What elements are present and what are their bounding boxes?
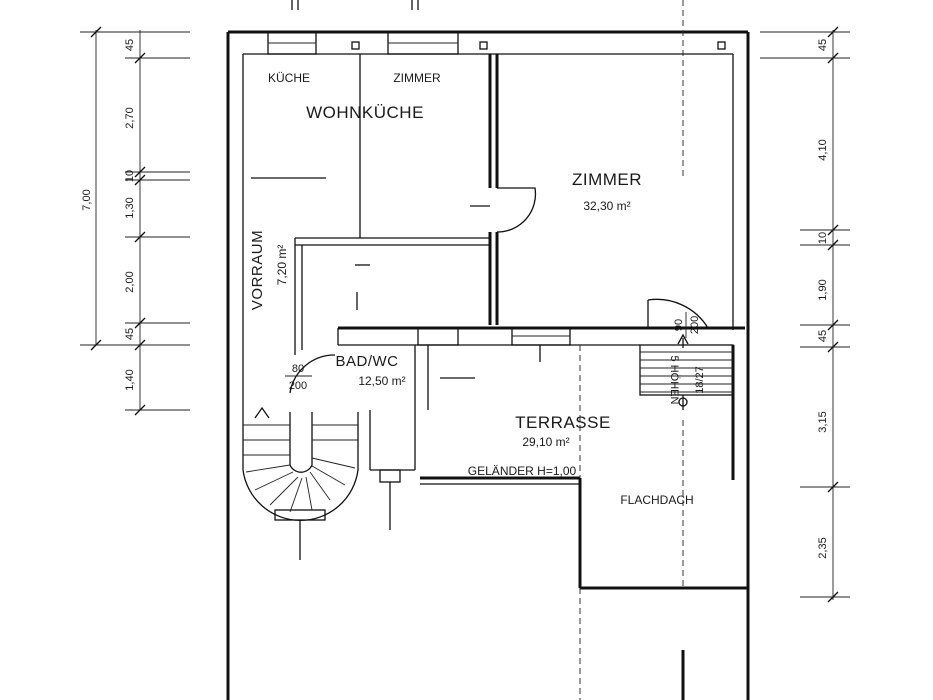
label-zimmer-large-area: 32,30 m² [583,199,630,213]
label-kueche: KÜCHE [268,71,310,85]
dim-left-6: 45 [124,328,136,340]
left-dimension-chain: 7,00 45 2,70 10 1,30 2,00 45 1,40 [80,26,190,416]
right-dimension-chain: 45 4,10 10 1,90 45 3,15 2,35 [760,26,850,603]
dim-left-5: 2,00 [124,271,136,292]
label-bad: BAD/WC [336,353,399,370]
spiral-stair [242,406,359,521]
dim-left-7: 1,40 [124,369,136,390]
stair-label: 5 HÖHEN [668,356,680,405]
door-dimensions: 80 200 90 200 [285,312,701,392]
label-bad-area: 12,50 m² [358,374,405,388]
label-vorraum-area: 7,20 m² [275,245,289,286]
label-zimmer-small: ZIMMER [393,71,441,85]
label-zimmer-large: ZIMMER [572,170,642,189]
label-terrasse: TERRASSE [515,413,611,432]
room-labels: KÜCHE ZIMMER WOHNKÜCHE ZIMMER 32,30 m² V… [249,71,694,507]
dim-right-1: 45 [817,39,829,51]
dim-right-4: 1,90 [817,279,829,300]
label-flachdach: FLACHDACH [620,493,693,507]
dim-left-total: 7,00 [81,189,93,210]
dim-left-1: 45 [124,39,136,51]
label-vorraum: VORRAUM [249,230,266,310]
zimmer-door-width: 90 [673,319,685,331]
dim-left-2: 2,70 [124,107,136,128]
dim-right-6: 3,15 [817,411,829,432]
label-wohnkueche: WOHNKÜCHE [306,103,424,122]
dim-left-4: 1,30 [124,197,136,218]
label-gelaender: GELÄNDER H=1,00 [468,464,577,478]
dim-right-7: 2,35 [817,537,829,558]
stair-ratio: 18/27 [694,366,706,394]
bad-door-width: 80 [292,363,304,375]
label-terrasse-area: 29,10 m² [522,435,569,449]
dim-right-2: 4,10 [817,139,829,160]
straight-stair: 5 HÖHEN 18/27 [639,333,734,410]
zimmer-door-height: 200 [689,316,701,334]
bad-door-height: 200 [289,380,307,392]
dim-right-5: 45 [817,330,829,342]
dim-right-3: 10 [817,232,829,244]
doors [289,187,709,394]
dim-left-3: 10 [124,170,136,182]
interior-walls [251,54,748,700]
